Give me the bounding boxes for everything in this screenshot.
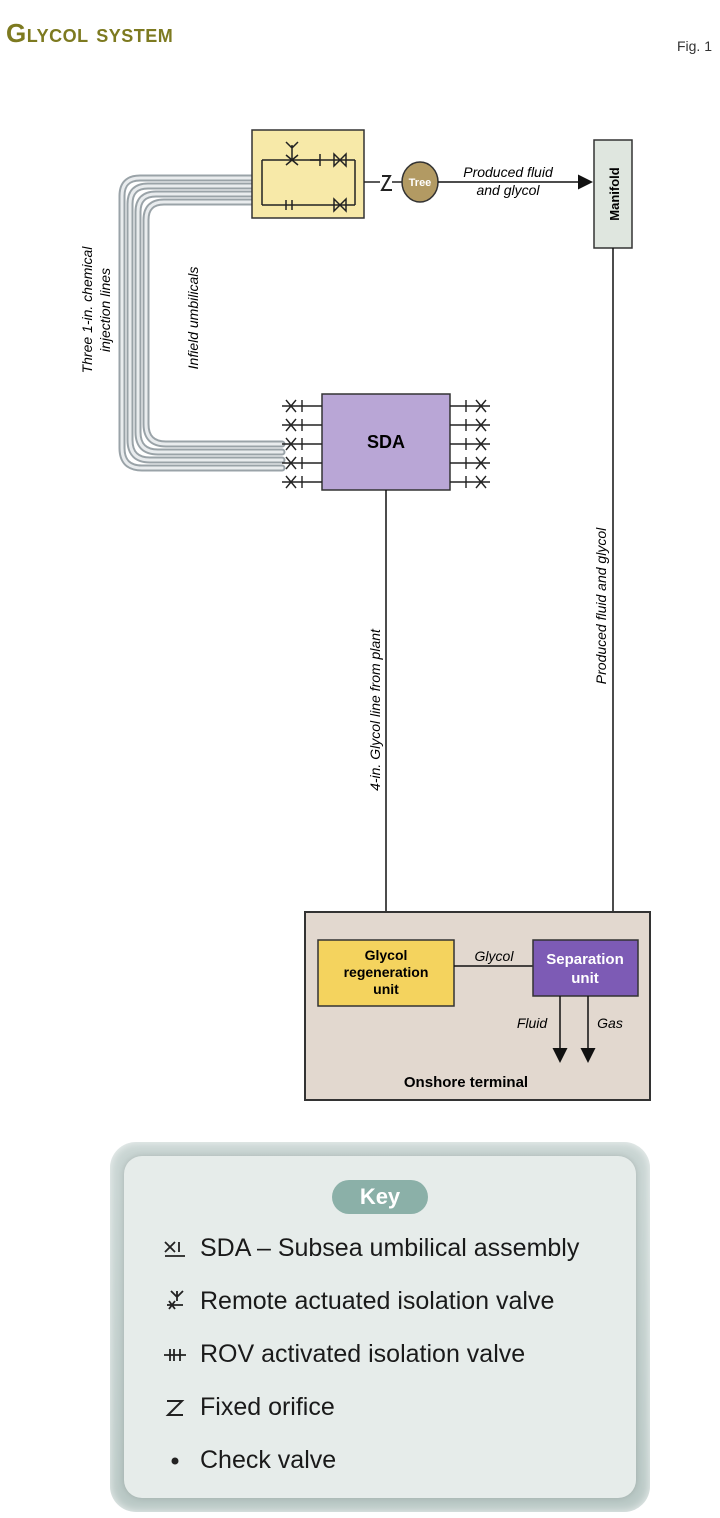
- infield-umbilical-bundle: [118, 174, 286, 472]
- gas-label: Gas: [597, 1015, 623, 1031]
- key-panel: Key SDA – Subsea umbilical assembly Remo…: [110, 1142, 650, 1512]
- key-item-rov-valve: ROV activated isolation valve: [158, 1340, 525, 1369]
- separation-label-2: unit: [571, 970, 599, 987]
- check-valve-icon: [158, 1447, 192, 1475]
- sda-symbol-icon: [158, 1235, 192, 1263]
- key-item-label: Check valve: [200, 1446, 337, 1474]
- remote-valve-icon: [158, 1288, 192, 1316]
- produced-vertical-label: Produced fluid and glycol: [593, 527, 609, 684]
- tree-label: Tree: [409, 177, 432, 189]
- fluid-label: Fluid: [517, 1015, 549, 1031]
- glycol-system-diagram: Tree Produced fluid and glycol Manifold …: [79, 129, 651, 1101]
- glycol-flow-label: Glycol: [475, 948, 515, 964]
- key-item-sda: SDA – Subsea umbilical assembly: [158, 1234, 579, 1263]
- key-item-label: ROV activated isolation valve: [200, 1340, 526, 1368]
- onshore-label: Onshore terminal: [404, 1074, 528, 1091]
- glycol-regeneration-unit: Glycol regeneration unit: [317, 939, 455, 1007]
- glycol-line-label: 4-in. Glycol line from plant: [367, 628, 383, 791]
- separation-label-1: Separation: [546, 951, 624, 968]
- figure-label: Fig. 1: [676, 38, 712, 54]
- sda-block: SDA: [282, 393, 490, 491]
- key-title: Key: [332, 1180, 428, 1214]
- page-title: Glycol system: [6, 18, 174, 48]
- wellhead-valve-box: [251, 129, 372, 219]
- produced-fluid-line1: Produced fluid: [463, 164, 554, 180]
- infield-umbilicals-label: Infield umbilicals: [185, 267, 201, 370]
- key-item-label: SDA – Subsea umbilical assembly: [200, 1234, 580, 1262]
- produced-fluid-line2: and glycol: [476, 182, 540, 198]
- manifold-node: Manifold: [593, 139, 633, 249]
- chemical-lines-label-2: injection lines: [97, 268, 113, 352]
- key-item-remote-valve: Remote actuated isolation valve: [158, 1287, 554, 1316]
- key-item-label: Fixed orifice: [200, 1393, 335, 1421]
- manifold-label: Manifold: [607, 167, 622, 220]
- key-item-check-valve: Check valve: [158, 1446, 336, 1475]
- sda-label: SDA: [367, 432, 405, 452]
- regen-label-3: unit: [373, 981, 399, 997]
- regen-label-1: Glycol: [365, 947, 408, 963]
- fixed-orifice-symbol: [372, 175, 402, 191]
- key-item-fixed-orifice: Fixed orifice: [158, 1393, 335, 1422]
- chemical-lines-label-1: Three 1-in. chemical: [79, 246, 95, 374]
- tree-node: Tree: [401, 161, 439, 203]
- rov-valve-icon: [158, 1341, 192, 1369]
- fixed-orifice-icon: [158, 1394, 192, 1422]
- key-item-label: Remote actuated isolation valve: [200, 1287, 555, 1315]
- regen-label-2: regeneration: [344, 964, 429, 980]
- separation-unit: Separation unit: [532, 939, 639, 997]
